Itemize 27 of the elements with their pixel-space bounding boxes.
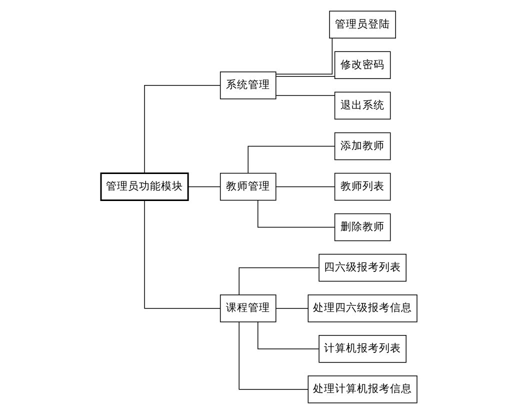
connector bbox=[258, 322, 320, 350]
node-box: 删除教师 bbox=[334, 213, 391, 242]
connector bbox=[144, 85, 220, 174]
connector bbox=[188, 186, 221, 188]
node-box: 教师列表 bbox=[334, 172, 391, 201]
connector bbox=[258, 200, 336, 228]
connector bbox=[238, 322, 308, 390]
node-box: 教师管理 bbox=[220, 172, 276, 201]
node-box: 添加教师 bbox=[334, 132, 391, 160]
node-box: 处理计算机报考信息 bbox=[308, 376, 418, 404]
node-box: 管理员功能模块 bbox=[100, 172, 189, 201]
node-box: 处理四六级报考信息 bbox=[308, 294, 418, 322]
node-box: 课程管理 bbox=[220, 294, 276, 322]
node-box: 修改密码 bbox=[334, 51, 391, 80]
connector bbox=[276, 95, 336, 96]
node-box: 管理员登陆 bbox=[329, 10, 396, 38]
connector bbox=[238, 267, 320, 295]
node-box: 系统管理 bbox=[220, 72, 276, 100]
connector bbox=[276, 38, 333, 75]
node-box: 计算机报考列表 bbox=[318, 334, 406, 363]
connector bbox=[276, 308, 308, 309]
node-box: 退出系统 bbox=[334, 92, 391, 120]
node-box: 四六级报考列表 bbox=[318, 254, 406, 282]
connector bbox=[144, 200, 220, 309]
connector bbox=[276, 186, 336, 188]
connector bbox=[248, 146, 335, 174]
connector bbox=[276, 76, 336, 77]
